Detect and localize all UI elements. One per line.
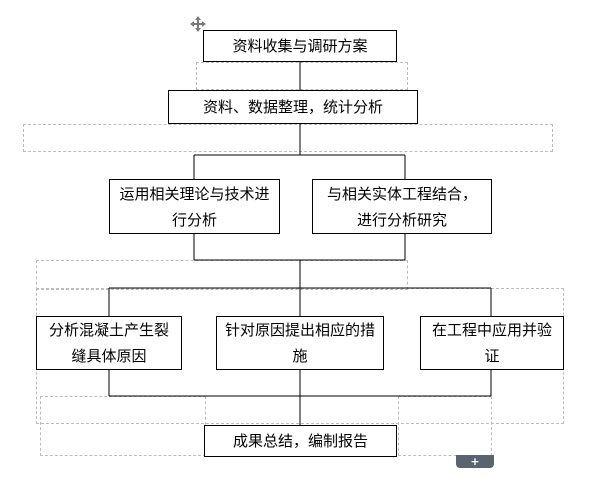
node-theory-analysis-line1: 运用相关理论与技术进	[119, 184, 270, 203]
node-engineering-study-line2: 进行分析研究	[356, 210, 447, 229]
node-verification-line1: 在工程中应用并验	[431, 321, 552, 339]
node-data-analysis: 资料、数据整理，统计分析	[168, 90, 418, 124]
node-final-report-label: 成果总结，编制报告	[232, 432, 368, 450]
add-row-button[interactable]: +	[456, 455, 494, 468]
node-verification: 在工程中应用并验 证	[420, 316, 564, 370]
node-verification-line2: 证	[484, 347, 500, 365]
node-data-collection-label: 资料收集与调研方案	[232, 37, 368, 55]
node-engineering-study: 与相关实体工程结合， 进行分析研究	[312, 179, 492, 234]
node-data-collection: 资料收集与调研方案	[203, 30, 397, 62]
node-theory-analysis-line2: 行分析	[171, 210, 217, 229]
guide-frame-top	[196, 62, 408, 90]
node-countermeasures-line1: 针对原因提出相应的措	[224, 321, 375, 339]
node-crack-causes-line1: 分析混凝土产生裂	[48, 321, 169, 339]
node-engineering-study-line1: 与相关实体工程结合，	[326, 184, 477, 203]
node-crack-causes-line2: 缝具体原因	[71, 347, 147, 365]
node-final-report: 成果总结，编制报告	[204, 425, 397, 457]
node-crack-causes: 分析混凝土产生裂 缝具体原因	[36, 316, 182, 370]
guide-frame-wide	[23, 124, 553, 152]
node-theory-analysis: 运用相关理论与技术进 行分析	[109, 179, 280, 234]
move-handle-icon[interactable]	[190, 16, 206, 32]
plus-icon: +	[470, 455, 480, 468]
node-countermeasures: 针对原因提出相应的措 施	[216, 316, 384, 370]
node-data-analysis-label: 资料、数据整理，统计分析	[202, 98, 383, 116]
node-countermeasures-line2: 施	[292, 347, 308, 365]
